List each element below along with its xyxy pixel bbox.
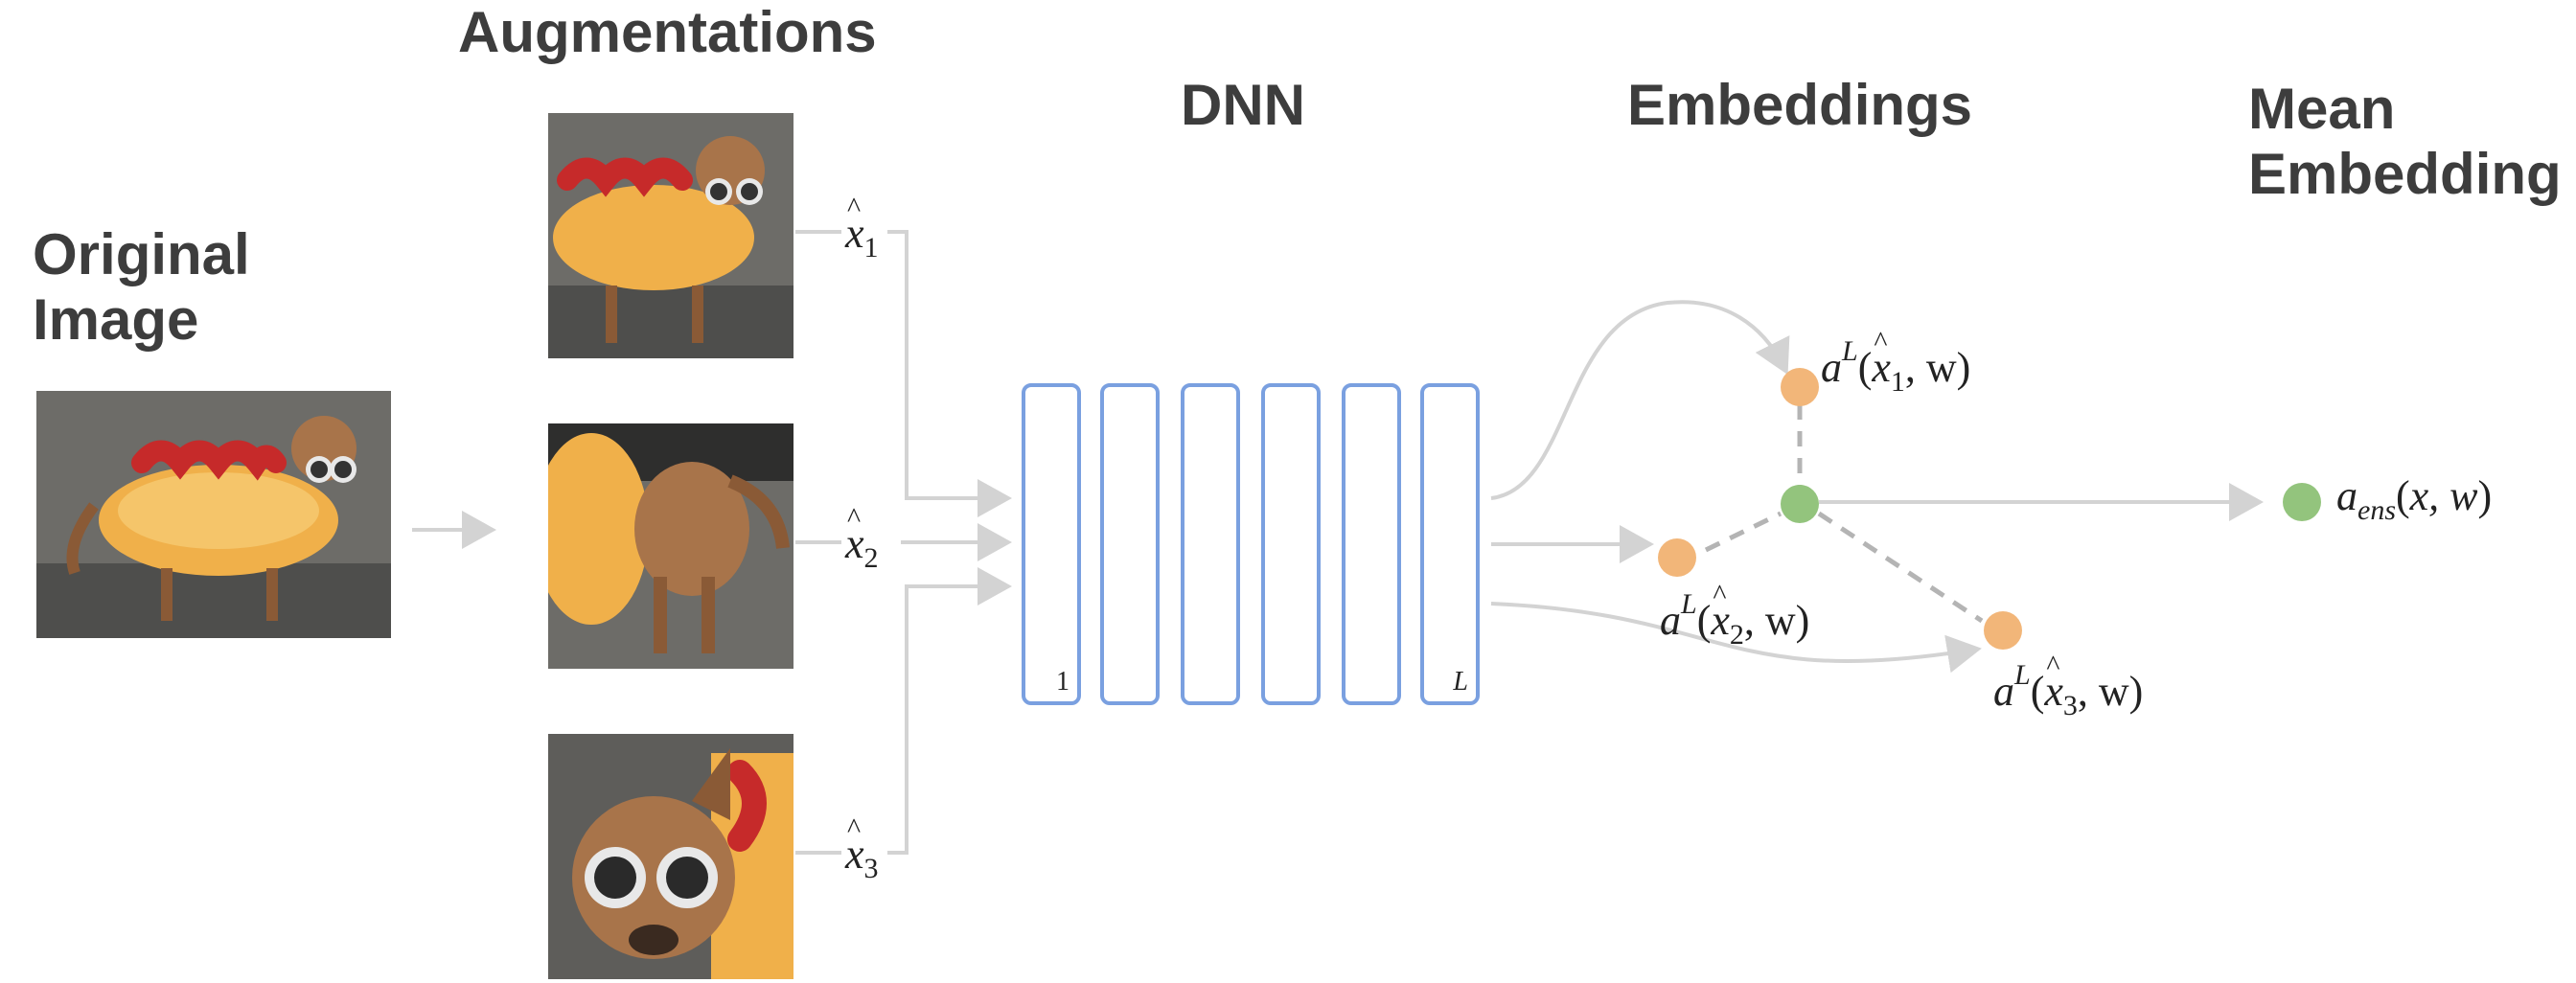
dashed-link-2 xyxy=(1704,511,1782,553)
augmentation-image-2 xyxy=(548,423,794,669)
original-image xyxy=(36,391,391,638)
ensemble-dot xyxy=(2283,483,2321,521)
arrow-dnn-to-embedding-3 xyxy=(1490,602,1982,674)
embedding-dot-1 xyxy=(1781,368,1819,406)
augmentation-image-1 xyxy=(548,113,794,358)
input-label-x1: x1 xyxy=(845,194,879,263)
dnn-layer-2 xyxy=(1100,383,1160,705)
dnn-layer-5 xyxy=(1342,383,1401,705)
input-label-x3: x3 xyxy=(845,814,879,883)
embedding-label-3: aL(x3, w) xyxy=(1993,652,2143,720)
dnn-layer-index-first: 1 xyxy=(1056,667,1070,697)
dnn-layer-3 xyxy=(1181,383,1240,705)
arrow-dnn-to-embedding-1 xyxy=(1490,300,1790,500)
mean-dot xyxy=(1781,485,1819,523)
augmentation-image-3 xyxy=(548,734,794,979)
embedding-dot-3 xyxy=(1984,611,2022,650)
dnn-layer-4 xyxy=(1261,383,1321,705)
embedding-label-2: aL(x2, w) xyxy=(1660,581,1809,650)
heading-augmentations: Augmentations xyxy=(458,0,877,64)
heading-mean-embedding: Mean Embedding xyxy=(2248,77,2562,206)
dnn-layer-1: 1 xyxy=(1022,383,1081,705)
dnn-layer-6: L xyxy=(1420,383,1480,705)
heading-dnn: DNN xyxy=(1181,73,1305,137)
dashed-link-3 xyxy=(1817,511,1984,624)
arrow-x1-to-dnn xyxy=(887,230,1012,517)
heading-embeddings: Embeddings xyxy=(1627,73,1973,137)
heading-original-image: Original Image xyxy=(33,222,250,352)
arrow-x3-to-dnn xyxy=(887,567,1012,855)
dnn-layer-index-last: L xyxy=(1453,667,1468,697)
input-label-x2: x2 xyxy=(845,504,879,573)
embedding-label-1: aL(x1, w) xyxy=(1821,328,1970,397)
mean-embedding-label: aens(x, w) xyxy=(2336,472,2493,526)
embedding-dot-2 xyxy=(1658,538,1696,577)
